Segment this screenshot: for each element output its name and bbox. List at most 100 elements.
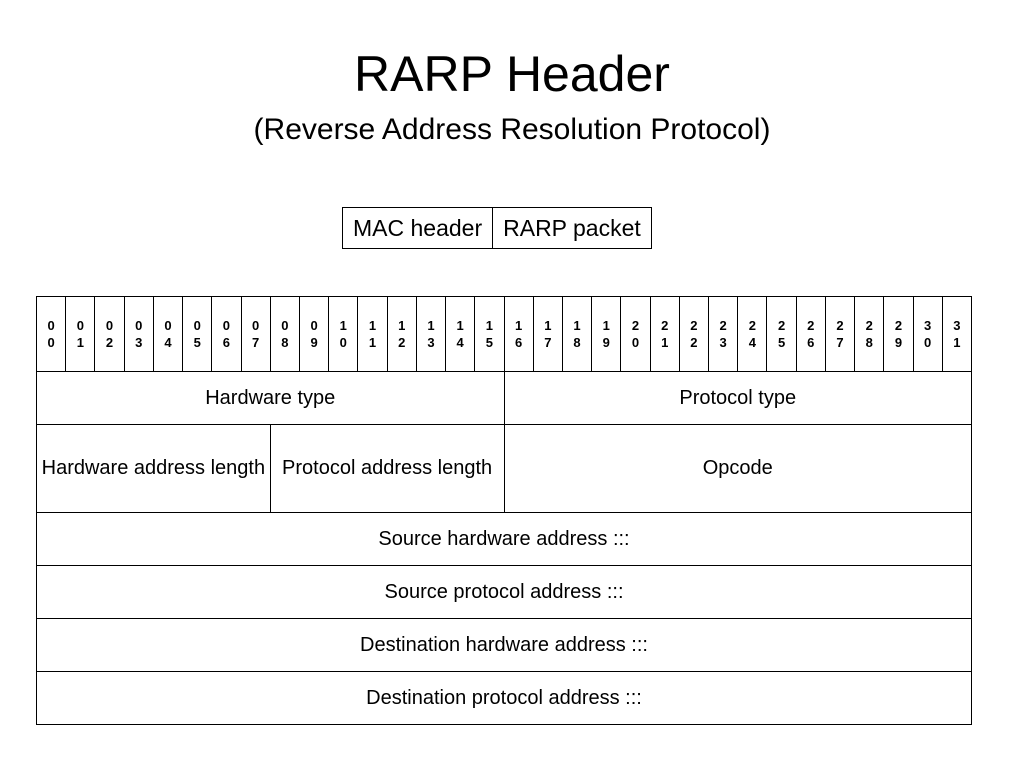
bit-index-ones-digit: 7 bbox=[252, 335, 260, 350]
bit-index-tens-digit: 1 bbox=[544, 318, 552, 333]
protocol-address-length-field: Protocol address length bbox=[269, 424, 505, 513]
bit-index-tens-digit: 2 bbox=[894, 318, 903, 333]
bit-index-tens-digit: 1 bbox=[456, 318, 464, 333]
diagram-subtitle: (Reverse Address Resolution Protocol) bbox=[253, 113, 771, 146]
bit-index-tens-digit: 0 bbox=[105, 318, 114, 333]
bit-index-tens-digit: 0 bbox=[222, 318, 231, 333]
bit-index-tens-digit: 0 bbox=[193, 318, 201, 333]
bit-index-ones-digit: 0 bbox=[47, 335, 55, 350]
hardware-address-length-field: Hardware address length bbox=[36, 424, 271, 513]
bit-index-tens-digit: 0 bbox=[252, 318, 260, 333]
bit-index-ones-digit: 0 bbox=[631, 335, 640, 350]
bit-index-tens-digit: 2 bbox=[719, 318, 727, 333]
bit-index-tens-digit: 0 bbox=[47, 318, 55, 333]
bit-index-tens-digit: 1 bbox=[602, 318, 610, 333]
frame-structure: MAC header RARP packet bbox=[342, 207, 652, 249]
bit-index-tens-digit: 1 bbox=[368, 318, 377, 333]
bit-index-tens-digit: 3 bbox=[924, 318, 932, 333]
bit-index-ones-digit: 6 bbox=[222, 335, 231, 350]
bit-index-tens-digit: 2 bbox=[836, 318, 844, 333]
bit-index-ones-digit: 8 bbox=[573, 335, 581, 350]
bit-index-ones-digit: 4 bbox=[456, 335, 464, 350]
bit-index-ones-digit: 8 bbox=[281, 335, 289, 350]
bit-index-tens-digit: 2 bbox=[690, 318, 698, 333]
bit-index-tens-digit: 1 bbox=[398, 318, 406, 333]
diagram-title: RARP Header bbox=[354, 46, 670, 102]
bit-index-ones-digit: 6 bbox=[807, 335, 815, 350]
bit-index-tens-digit: 1 bbox=[427, 318, 435, 333]
bit-index-ones-digit: 5 bbox=[193, 335, 201, 350]
bit-index-tens-digit: 3 bbox=[953, 318, 961, 333]
bit-index-tens-digit: 1 bbox=[339, 318, 347, 333]
bit-index-ones-digit: 6 bbox=[514, 335, 523, 350]
bit-index-ones-digit: 1 bbox=[661, 335, 669, 350]
bit-index-tens-digit: 0 bbox=[310, 318, 318, 333]
bit-index-tens-digit: 2 bbox=[777, 318, 786, 333]
header-row-destination-hardware: Destination hardware address ::: bbox=[36, 618, 972, 672]
bit-index-tens-digit: 2 bbox=[807, 318, 815, 333]
bit-index-ones-digit: 0 bbox=[924, 335, 932, 350]
source-hardware-address-field: Source hardware address ::: bbox=[36, 512, 972, 566]
bit-index-tens-digit: 0 bbox=[135, 318, 143, 333]
header-row-lengths-opcode: Hardware address length Protocol address… bbox=[36, 424, 972, 513]
bit-index-ones-digit: 0 bbox=[339, 335, 347, 350]
bit-index-ones-digit: 9 bbox=[894, 335, 903, 350]
bit-index-ones-digit: 5 bbox=[777, 335, 786, 350]
bit-index-ones-digit: 9 bbox=[602, 335, 610, 350]
bit-index-ones-digit: 1 bbox=[368, 335, 377, 350]
header-row-source-protocol: Source protocol address ::: bbox=[36, 565, 972, 619]
bit-index-ones-digit: 2 bbox=[690, 335, 698, 350]
bit-index-tens-digit: 0 bbox=[164, 318, 172, 333]
protocol-type-field: Protocol type bbox=[503, 371, 972, 425]
bit-index-ones-digit: 3 bbox=[135, 335, 143, 350]
bit-index-tens-digit: 0 bbox=[281, 318, 289, 333]
bit-index-ones-digit: 2 bbox=[105, 335, 114, 350]
source-protocol-address-field: Source protocol address ::: bbox=[36, 565, 972, 619]
bit-index-ones-digit: 9 bbox=[310, 335, 318, 350]
destination-hardware-address-field: Destination hardware address ::: bbox=[36, 618, 972, 672]
bit-index-tens-digit: 0 bbox=[76, 318, 84, 333]
hardware-type-field: Hardware type bbox=[36, 371, 505, 425]
header-row-source-hardware: Source hardware address ::: bbox=[36, 512, 972, 566]
rarp-packet-cell: RARP packet bbox=[492, 208, 651, 248]
mac-header-cell: MAC header bbox=[353, 215, 483, 241]
bit-index-ones-digit: 5 bbox=[485, 335, 493, 350]
opcode-field: Opcode bbox=[503, 424, 972, 513]
bit-index-ones-digit: 3 bbox=[427, 335, 435, 350]
bit-index-ones-digit: 2 bbox=[398, 335, 406, 350]
bit-index-tens-digit: 2 bbox=[865, 318, 873, 333]
bit-index-ones-digit: 1 bbox=[76, 335, 84, 350]
bit-index-tens-digit: 1 bbox=[485, 318, 493, 333]
bit-index-ones-digit: 1 bbox=[953, 335, 961, 350]
bit-index-tens-digit: 2 bbox=[748, 318, 756, 333]
bit-index-tens-digit: 2 bbox=[631, 318, 640, 333]
